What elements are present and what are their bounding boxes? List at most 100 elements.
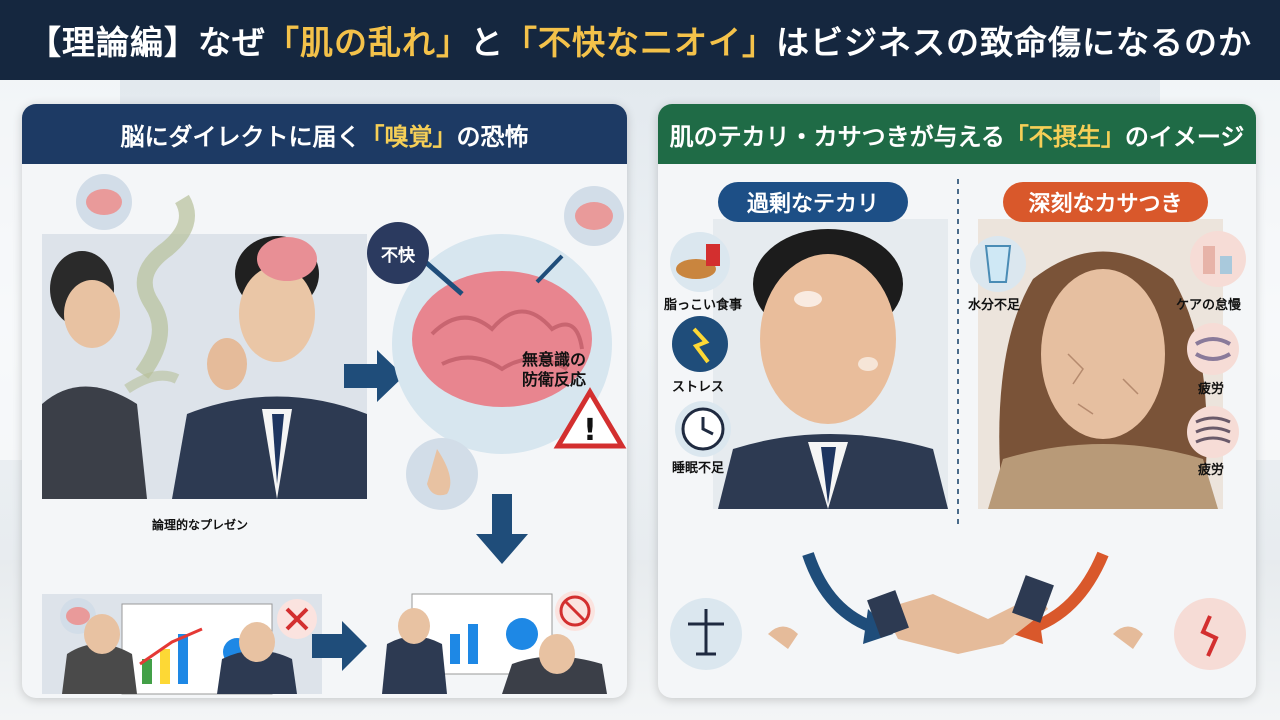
arrow-right-icon xyxy=(312,621,367,671)
chart-trend-line xyxy=(139,627,203,666)
skin-panel-header: 肌のテカリ・カサつきが与える 「不摂生」 のイメージ xyxy=(658,104,1256,164)
cause-bubble xyxy=(1187,406,1239,458)
presentation-board-label: 論理的なプレゼン xyxy=(152,518,249,532)
header-text: のイメージ xyxy=(1124,122,1245,151)
header-highlight: 「嗅覚」 xyxy=(360,122,457,151)
clock-hands xyxy=(701,417,714,436)
header-text: 脳にダイレクトに届く xyxy=(120,122,361,151)
small-brain-icon xyxy=(575,202,613,230)
smoke-plume xyxy=(135,194,195,379)
dry-label: 深刻なカサつき xyxy=(1028,192,1183,217)
arrow-down-icon xyxy=(476,494,528,564)
broken-heart-icon xyxy=(1200,615,1219,657)
dry-cause-label: ケアの怠慢 xyxy=(1176,298,1242,313)
header-text: 肌のテカリ・カサつきが与える xyxy=(669,122,1005,151)
lightning-icon xyxy=(692,327,710,364)
presenter-face xyxy=(84,614,120,654)
brain-fold xyxy=(441,355,568,372)
woman-face xyxy=(1041,269,1165,439)
header-highlight: 「不摂生」 xyxy=(1004,122,1125,151)
title-text: 【理論編】なぜ xyxy=(28,23,266,62)
shine-cause-label: 睡眠不足 xyxy=(672,461,725,476)
smoke-wisp xyxy=(124,370,180,394)
handshake-icon xyxy=(883,594,1048,654)
chart-bar xyxy=(178,634,188,684)
brain-overlay-icon xyxy=(257,237,317,281)
brain-icon xyxy=(412,271,592,407)
nose-icon xyxy=(427,449,451,496)
chart-bar xyxy=(468,624,478,664)
listener-face xyxy=(239,622,275,662)
listener-suit xyxy=(502,656,607,694)
fatigue-eye-icon xyxy=(1194,337,1232,361)
chart-bar xyxy=(450,634,460,664)
arrow-right-icon xyxy=(344,350,404,402)
listener-suit xyxy=(217,650,297,694)
man-tie xyxy=(821,447,836,504)
small-handshake-icon xyxy=(1113,626,1143,649)
cause-bubble xyxy=(1187,323,1239,375)
smell-illustration: ! xyxy=(42,174,627,695)
chart-pie xyxy=(506,618,538,650)
sleeve-right xyxy=(1012,575,1054,623)
small-brain-icon xyxy=(66,607,90,625)
small-brain-icon xyxy=(86,189,122,215)
scale-icon xyxy=(688,609,724,656)
smoker-suit xyxy=(42,386,147,499)
warning-exclamation: ! xyxy=(583,413,597,448)
title-highlight-skin: 「肌の乱れ」 xyxy=(266,23,470,62)
smell-panel: 脳にダイレクトに届く 「嗅覚」 の恐怖 xyxy=(22,104,627,698)
defense-line: 防衛反応 xyxy=(522,370,587,389)
title-text: はビジネスの致命傷になるのか xyxy=(776,23,1252,62)
warning-icon xyxy=(553,387,627,449)
fatigue-wave-icon xyxy=(1195,416,1231,444)
man-tie xyxy=(272,414,284,484)
brain-fold xyxy=(430,309,584,350)
bottle-icon xyxy=(1203,246,1215,274)
listener-face xyxy=(539,634,575,674)
chart-bar xyxy=(160,649,170,684)
shine-spot xyxy=(794,291,822,307)
dry-pill: 深刻なカサつき xyxy=(1003,182,1208,222)
title-text: と xyxy=(470,23,504,62)
chart-bar xyxy=(142,659,152,684)
man-hand xyxy=(207,338,247,390)
smell-panel-header: 脳にダイレクトに届く 「嗅覚」 の恐怖 xyxy=(22,104,627,164)
bottle-icon xyxy=(1220,256,1232,274)
man-face xyxy=(760,254,896,424)
shine-cause-label: 脂っこい食事 xyxy=(664,298,743,313)
arrow-diagonal-icon xyxy=(420,257,464,296)
defense-line: 無意識の xyxy=(522,350,587,369)
skin-illustration xyxy=(670,179,1246,670)
cause-bubble xyxy=(1190,231,1246,287)
dry-cause-label: 疲労 xyxy=(1198,382,1225,397)
shine-label: 過剰なテカリ xyxy=(746,192,879,217)
smoker-face xyxy=(64,280,120,348)
shine-pill: 過剰なテカリ xyxy=(718,182,908,222)
x-mark-icon xyxy=(285,607,309,631)
dry-cause-label: 水分不足 xyxy=(968,298,1021,313)
defense-reaction-label: 無意識の 防衛反応 xyxy=(522,350,586,390)
presenter-face xyxy=(398,608,430,644)
arrow-up-icon xyxy=(535,254,564,284)
water-glass-icon xyxy=(984,245,1012,283)
shine-spot xyxy=(858,357,878,371)
dry-cause-label: 疲労 xyxy=(1198,463,1225,478)
woman-jacket xyxy=(988,444,1218,509)
shine-cause-label: ストレス xyxy=(672,380,725,395)
man-face xyxy=(239,266,315,362)
ban-icon xyxy=(559,595,591,627)
skin-panel: 肌のテカリ・カサつきが与える 「不摂生」 のイメージ xyxy=(658,104,1256,698)
page-title: 【理論編】なぜ 「肌の乱れ」 と 「不快なニオイ」 はビジネスの致命傷になるのか xyxy=(0,0,1280,80)
presenter-suit xyxy=(382,636,447,694)
small-handshake-icon xyxy=(768,626,798,649)
ban-slash xyxy=(563,599,587,623)
discomfort-badge: 不快 xyxy=(367,222,429,284)
fries-icon xyxy=(706,244,720,266)
header-text: の恐怖 xyxy=(456,122,529,151)
sleeve-left xyxy=(867,590,909,638)
title-highlight-odor: 「不快なニオイ」 xyxy=(504,23,776,62)
dry-crack xyxy=(1067,353,1139,415)
discomfort-text: 不快 xyxy=(381,245,415,266)
presenter-suit xyxy=(62,644,137,694)
